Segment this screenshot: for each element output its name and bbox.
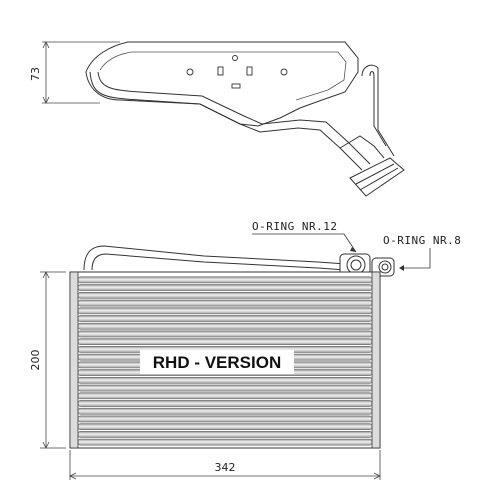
dimension-73-label: 73 <box>29 67 42 81</box>
evaporator-fin-rows <box>77 276 373 446</box>
fin-row <box>77 438 373 446</box>
top-view-fitting <box>349 157 405 197</box>
version-label: RHD - VERSION <box>153 353 281 372</box>
top-view-pipes <box>89 64 395 171</box>
mounting-plate <box>85 41 359 127</box>
oring-large-label: O-RING NR.12 <box>252 220 337 233</box>
front-view: O-RING NR.12 O-RING NR.8 <box>29 220 461 480</box>
front-view-pipes <box>83 245 347 271</box>
version-label-background <box>140 350 294 374</box>
fin-row <box>77 423 373 430</box>
fin-row <box>77 400 373 407</box>
fin-row <box>77 377 373 384</box>
core-left-tank <box>69 271 79 449</box>
fin-row <box>77 322 373 330</box>
top-view: 73 <box>29 41 405 197</box>
oring-small-label: O-RING NR.8 <box>383 234 461 247</box>
mounting-holes <box>186 55 288 89</box>
fin-row <box>77 330 373 338</box>
core-right-tank <box>371 271 381 449</box>
dimension-200-label: 200 <box>29 350 42 371</box>
fin-row <box>77 384 373 392</box>
fin-row <box>77 307 373 315</box>
fin-row <box>77 392 373 400</box>
fin-row <box>77 276 373 284</box>
dimension-200 <box>40 271 66 449</box>
fin-row <box>77 415 373 423</box>
fin-row <box>77 292 373 299</box>
front-view-fittings <box>339 253 395 277</box>
fin-row <box>77 315 373 322</box>
fin-row <box>77 407 373 415</box>
fin-row <box>77 299 373 307</box>
dimension-73 <box>42 41 120 104</box>
fin-row <box>77 431 373 438</box>
dimension-342 <box>69 450 381 480</box>
oring-large-callout: O-RING NR.12 <box>252 220 357 253</box>
fin-row <box>77 338 373 345</box>
fin-row <box>77 284 373 291</box>
oring-small-callout: O-RING NR.8 <box>383 234 461 271</box>
dimension-342-label: 342 <box>215 461 236 474</box>
